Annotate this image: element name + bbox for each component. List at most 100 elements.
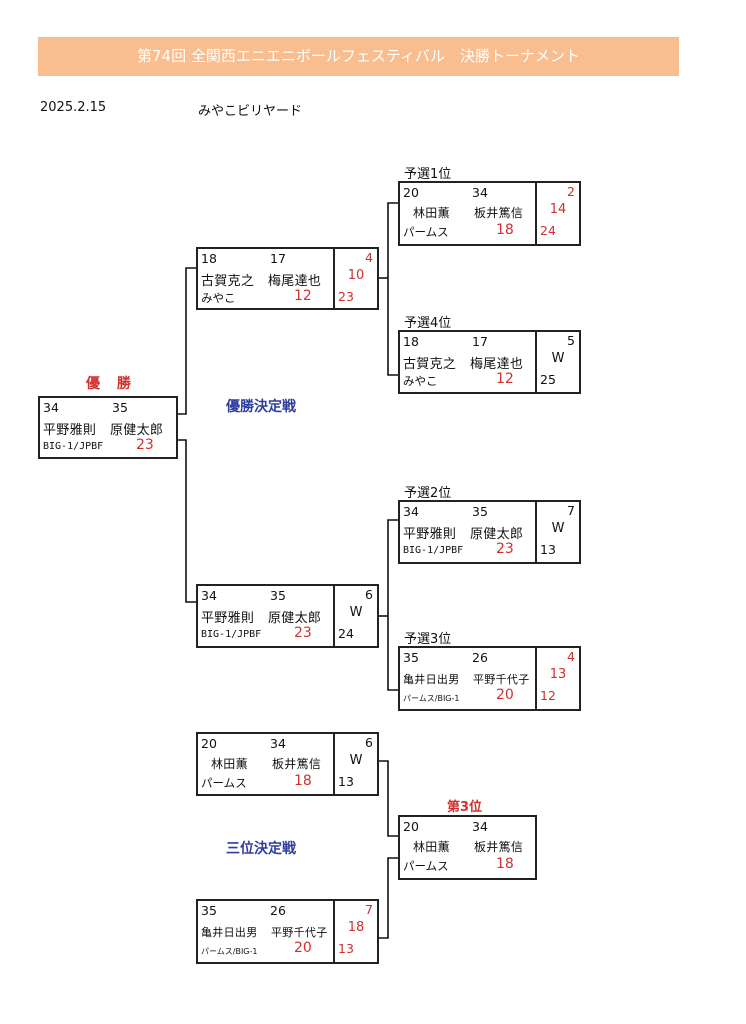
player-number: 35 xyxy=(112,400,128,415)
player-number: 20 xyxy=(201,736,217,751)
score-bottom: 13 xyxy=(540,542,556,557)
club-name: BIG-1/JPBF xyxy=(403,545,464,556)
player-name: 平野千代子 xyxy=(473,673,530,686)
player-number: 20 xyxy=(403,185,419,200)
player-number: 26 xyxy=(472,650,488,665)
player-number: 34 xyxy=(403,504,419,519)
player-name: 板井篤信 xyxy=(474,840,524,854)
champion-label: 優 勝 xyxy=(86,376,137,392)
score-mid: W xyxy=(551,351,565,366)
score-mid: W xyxy=(349,605,363,620)
team-total: 23 xyxy=(136,437,154,453)
connector-third-b xyxy=(378,857,398,939)
player-number: 34 xyxy=(270,736,286,751)
connector-final xyxy=(177,267,196,415)
player-name: 平野雅則 xyxy=(403,527,457,542)
tournament-title: 第74回 全関西エニエニボールフェスティバル 決勝トーナメント xyxy=(137,47,580,65)
third-place-match-label: 三位決定戦 xyxy=(226,841,296,857)
q2-label: 予選2位 xyxy=(404,486,452,501)
player-name: 古賀克之 xyxy=(201,274,255,289)
team-total: 18 xyxy=(294,773,312,789)
player-name: 亀井日出男 xyxy=(403,673,460,686)
score-mid: W xyxy=(551,521,565,536)
event-date: 2025.2.15 xyxy=(40,100,107,115)
player-number: 34 xyxy=(201,588,217,603)
team-total: 12 xyxy=(496,371,514,387)
player-number: 26 xyxy=(270,903,286,918)
q1-label: 予選1位 xyxy=(404,167,452,182)
player-name: 平野雅則 xyxy=(201,611,255,626)
champion-box: 34 35 平野雅則 原健太郎 BIG-1/JPBF 23 xyxy=(38,396,178,459)
q4-label: 予選4位 xyxy=(404,316,452,331)
connector-final-bottom xyxy=(177,439,196,603)
score-bottom: 12 xyxy=(540,688,556,703)
score-top: 4 xyxy=(365,250,373,265)
player-name: 古賀克之 xyxy=(403,357,457,372)
third-match-a: 20 34 林田薫 板井篤信 パームス 18 6 W 13 xyxy=(196,732,379,796)
club-name: みやこ xyxy=(201,291,236,305)
club-name: パームス/BIG-1 xyxy=(403,694,460,703)
score-bottom: 23 xyxy=(338,289,354,304)
score-top: 7 xyxy=(365,902,373,917)
player-name: 平野千代子 xyxy=(271,926,328,939)
semi-bottom-match: 34 35 平野雅則 原健太郎 BIG-1/JPBF 23 6 W 24 xyxy=(196,584,379,648)
player-number: 17 xyxy=(472,334,488,349)
player-number: 34 xyxy=(472,819,488,834)
score-top: 2 xyxy=(567,184,575,199)
score-mid: 18 xyxy=(347,920,365,935)
club-name: みやこ xyxy=(403,374,438,388)
score-top: 6 xyxy=(365,587,373,602)
club-name: BIG-1/JPBF xyxy=(43,441,104,452)
final-match-label: 優勝決定戦 xyxy=(226,399,296,415)
third-match-b: 35 26 亀井日出男 平野千代子 パームス/BIG-1 20 7 18 13 xyxy=(196,899,379,964)
q3-label: 予選3位 xyxy=(404,632,452,647)
player-number: 20 xyxy=(403,819,419,834)
club-name: BIG-1/JPBF xyxy=(201,629,262,640)
player-number: 34 xyxy=(43,400,59,415)
player-name: 原健太郎 xyxy=(470,527,524,542)
score-mid: 13 xyxy=(549,667,567,682)
player-name: 林田薫 xyxy=(413,206,450,220)
player-number: 34 xyxy=(472,185,488,200)
score-mid: 14 xyxy=(549,202,567,217)
player-name: 平野雅則 xyxy=(43,423,97,438)
q2-match: 34 35 平野雅則 原健太郎 BIG-1/JPBF 23 7 W 13 xyxy=(398,500,581,564)
player-number: 17 xyxy=(270,251,286,266)
event-venue: みやこビリヤード xyxy=(198,104,303,119)
team-total: 18 xyxy=(496,222,514,238)
team-total: 18 xyxy=(496,856,514,872)
club-name: パームス xyxy=(403,859,449,873)
score-mid: W xyxy=(349,753,363,768)
connector-q2 xyxy=(387,519,398,691)
player-name: 原健太郎 xyxy=(268,611,322,626)
connector-q1 xyxy=(387,202,398,376)
score-top: 4 xyxy=(567,649,575,664)
team-total: 23 xyxy=(496,541,514,557)
player-name: 板井篤信 xyxy=(474,206,524,220)
player-number: 18 xyxy=(403,334,419,349)
score-bottom: 24 xyxy=(338,626,354,641)
tournament-title-banner: 第74回 全関西エニエニボールフェスティバル 決勝トーナメント xyxy=(38,37,679,76)
team-total: 20 xyxy=(294,940,312,956)
score-top: 6 xyxy=(365,735,373,750)
team-total: 12 xyxy=(294,288,312,304)
player-name: 梅尾達也 xyxy=(268,274,322,289)
score-bottom: 13 xyxy=(338,941,354,956)
third-place-label: 第3位 xyxy=(447,800,483,815)
score-bottom: 24 xyxy=(540,223,556,238)
player-name: 林田薫 xyxy=(413,840,450,854)
player-number: 35 xyxy=(201,903,217,918)
connector-third-a xyxy=(378,760,398,837)
score-bottom: 13 xyxy=(338,774,354,789)
player-number: 35 xyxy=(472,504,488,519)
club-name: パームス/BIG-1 xyxy=(201,947,258,956)
player-name: 亀井日出男 xyxy=(201,926,258,939)
player-name: 原健太郎 xyxy=(110,423,164,438)
q1-match: 20 34 林田薫 板井篤信 パームス 18 2 14 24 xyxy=(398,181,581,246)
club-name: パームス xyxy=(201,776,247,790)
score-top: 7 xyxy=(567,503,575,518)
third-place-box: 20 34 林田薫 板井篤信 パームス 18 xyxy=(398,815,537,880)
q4-match: 18 17 古賀克之 梅尾達也 みやこ 12 5 W 25 xyxy=(398,330,581,394)
player-name: 梅尾達也 xyxy=(470,357,524,372)
player-name: 林田薫 xyxy=(211,757,248,771)
